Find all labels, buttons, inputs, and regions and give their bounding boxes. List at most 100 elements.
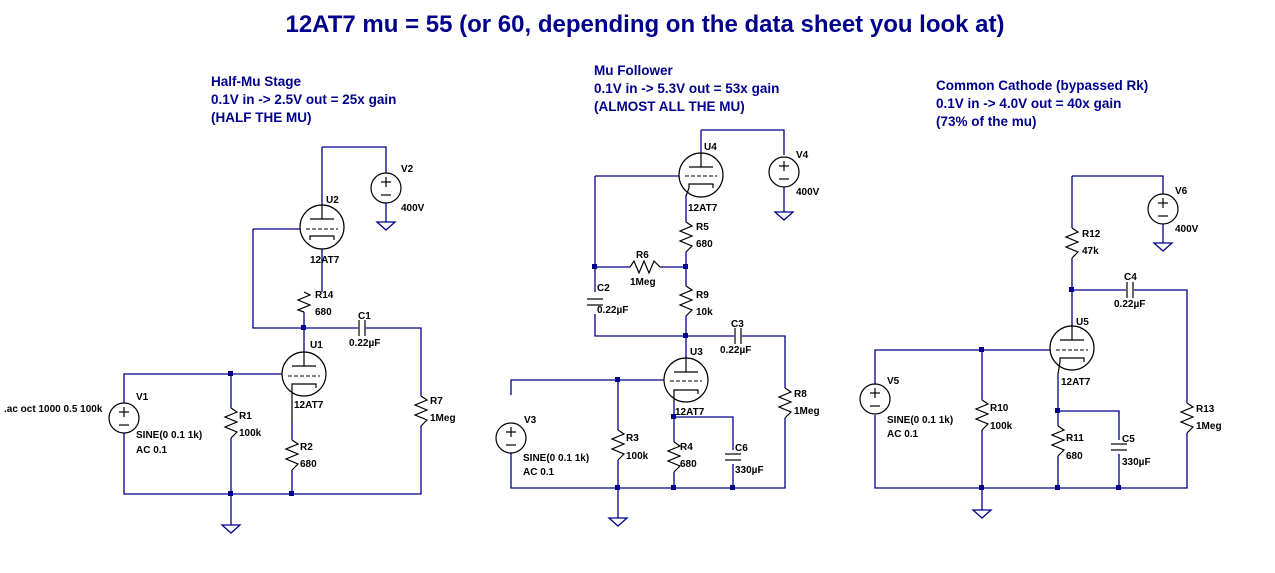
source-sine-v3: SINE(0 0.1 1k)	[523, 453, 589, 464]
note-half-mu: Half-Mu Stage 0.1V in -> 2.5V out = 25x …	[211, 74, 396, 125]
value-r9: 10k	[696, 307, 713, 318]
value-r14: 680	[315, 307, 332, 318]
capacitor-c1	[358, 320, 366, 336]
ref-v4: V4	[796, 150, 809, 161]
ref-u4: U4	[704, 142, 717, 153]
ref-r5: R5	[696, 222, 709, 233]
triode-tube-u5	[1049, 325, 1095, 375]
note-mu-follower: Mu Follower 0.1V in -> 5.3V out = 53x ga…	[594, 63, 779, 114]
junction-dot	[683, 333, 688, 338]
junction-dot	[615, 485, 620, 490]
ref-c6: C6	[735, 443, 748, 454]
voltage-source-v4	[768, 156, 800, 221]
voltage-source-v2	[370, 172, 402, 231]
ref-v5: V5	[887, 376, 900, 387]
stage-title: Half-Mu Stage	[211, 74, 301, 89]
value-c2: 0.22µF	[597, 305, 628, 316]
ground-icon	[607, 517, 629, 527]
value-r1: 100k	[239, 428, 262, 439]
circuit-half-mu: U2 12AT7 U1 12AT7 V2 400V R14	[4, 146, 456, 534]
junction-dot	[592, 264, 597, 269]
resistor-r3	[610, 429, 626, 461]
junction-dot	[1055, 485, 1060, 490]
ref-c2: C2	[597, 283, 610, 294]
model-u1: 12AT7	[294, 400, 324, 411]
value-v6: 400V	[1175, 224, 1199, 235]
junction-dot	[683, 264, 688, 269]
resistor-r5	[678, 221, 694, 253]
stage-title: Mu Follower	[594, 63, 673, 78]
voltage-source-v5	[859, 383, 891, 415]
junction-dot	[228, 491, 233, 496]
capacitor-c2	[587, 298, 603, 306]
value-c5: 330µF	[1122, 457, 1151, 468]
value-r2: 680	[300, 459, 317, 470]
value-v2: 400V	[401, 203, 425, 214]
ref-r10: R10	[990, 403, 1009, 414]
ref-v6: V6	[1175, 186, 1188, 197]
junction-dot	[289, 491, 294, 496]
junction-dot	[671, 414, 676, 419]
triode-tube-u4	[678, 152, 724, 198]
note-common-cathode: Common Cathode (bypassed Rk) 0.1V in -> …	[936, 78, 1148, 129]
circuit-mu-follower: U4 12AT7 V4 400V R5 680 R6 1Meg C2	[495, 129, 820, 527]
resistor-r2	[284, 439, 300, 471]
ref-r6: R6	[636, 250, 649, 261]
capacitor-c3	[734, 328, 742, 344]
stage-comment: (HALF THE MU)	[211, 110, 311, 125]
resistor-r11	[1050, 425, 1066, 457]
ref-v2: V2	[401, 164, 414, 175]
ref-r3: R3	[626, 433, 639, 444]
resistor-r4	[666, 441, 682, 473]
stage-gain: 0.1V in -> 2.5V out = 25x gain	[211, 92, 396, 107]
ref-r4: R4	[680, 442, 693, 453]
junction-dot	[979, 347, 984, 352]
junction-dot	[1055, 408, 1060, 413]
voltage-source-v6	[1147, 193, 1179, 252]
junction-dot	[979, 485, 984, 490]
resistor-r14	[296, 291, 312, 313]
source-ac-v1: AC 0.1	[136, 445, 168, 456]
page-title: 12AT7 mu = 55 (or 60, depending on the d…	[285, 11, 1004, 38]
resistor-r7	[413, 395, 429, 427]
resistor-r9	[678, 285, 694, 317]
capacitor-c4	[1126, 282, 1134, 298]
junction-dot	[615, 377, 620, 382]
value-r3: 100k	[626, 451, 649, 462]
resistor-r12	[1064, 227, 1080, 259]
voltage-source-v1	[108, 402, 140, 434]
junction-dot	[1069, 287, 1074, 292]
value-r4: 680	[680, 459, 697, 470]
junction-dot	[301, 325, 306, 330]
value-r8: 1Meg	[794, 406, 820, 417]
triode-tube-u3	[663, 357, 709, 403]
ref-u5: U5	[1076, 317, 1089, 328]
ref-r11: R11	[1066, 433, 1084, 444]
source-ac-v5: AC 0.1	[887, 429, 919, 440]
stage-title: Common Cathode (bypassed Rk)	[936, 78, 1148, 93]
triode-tube-u1	[281, 351, 327, 422]
ref-r14: R14	[315, 290, 334, 301]
triode-tube-u2	[299, 204, 345, 250]
source-ac-v3: AC 0.1	[523, 467, 555, 478]
value-r11: 680	[1066, 451, 1083, 462]
ref-u1: U1	[310, 340, 323, 351]
value-c3: 0.22µF	[720, 345, 751, 356]
ground-icon	[220, 524, 242, 534]
ref-u3: U3	[690, 347, 703, 358]
model-u2: 12AT7	[310, 255, 340, 266]
ref-c4: C4	[1124, 272, 1137, 283]
capacitor-c6	[725, 453, 741, 461]
voltage-source-v3	[495, 422, 527, 454]
ref-v1: V1	[136, 392, 149, 403]
stage-comment: (73% of the mu)	[936, 114, 1037, 129]
value-r13: 1Meg	[1196, 421, 1222, 432]
value-r12: 47k	[1082, 246, 1099, 257]
ground-icon	[971, 509, 993, 519]
model-u4: 12AT7	[688, 203, 718, 214]
capacitor-c5	[1111, 443, 1127, 451]
junction-dot	[1116, 485, 1121, 490]
ref-c3: C3	[731, 319, 744, 330]
value-r6: 1Meg	[630, 277, 656, 288]
